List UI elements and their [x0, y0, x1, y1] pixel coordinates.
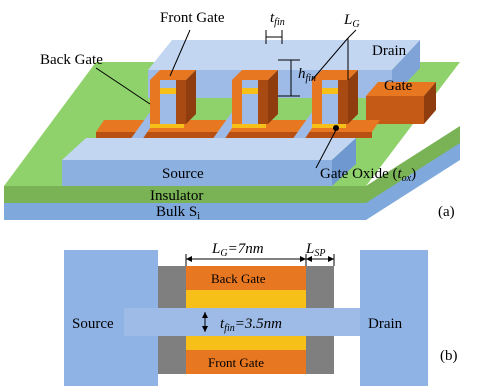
label-b-drain: Drain	[368, 316, 403, 332]
label-insulator: Insulator	[150, 188, 203, 204]
gate-stack-3	[312, 70, 358, 128]
source-front	[62, 160, 332, 186]
label-l-g: LG	[343, 12, 360, 30]
gate-block-top	[366, 82, 436, 96]
panel-a-3d-structure: Front Gate Back Gate Drain Gate Source t…	[4, 10, 460, 222]
label-gate: Gate	[384, 78, 413, 94]
label-b-front-gate: Front Gate	[208, 355, 264, 370]
label-b-back-gate: Back Gate	[211, 271, 266, 286]
back-gate-region	[186, 266, 306, 290]
label-lg-value: LG=7nm	[211, 241, 264, 259]
label-b-source: Source	[72, 316, 114, 332]
source-side	[332, 138, 356, 186]
label-lsp: LSP	[305, 241, 325, 259]
label-back-gate: Back Gate	[40, 52, 103, 68]
bulk-si-layer	[4, 142, 460, 220]
insulator-layer	[4, 126, 460, 203]
annotation-lines	[95, 29, 357, 169]
gate-stack-2	[232, 70, 278, 128]
label-front-gate: Front Gate	[160, 10, 225, 26]
gate-stack-1	[150, 70, 196, 128]
source-top	[62, 138, 356, 160]
label-h-fin: hfin	[298, 66, 316, 84]
drain-top	[148, 40, 420, 70]
label-gate-oxide: Gate Oxide (tox)	[320, 166, 416, 184]
panel-label-a: (a)	[438, 204, 455, 220]
fin-channel	[124, 308, 360, 336]
label-tfin-value: tfin=3.5nm	[220, 316, 282, 334]
label-t-fin: tfin	[270, 10, 285, 28]
gate-block-side	[424, 82, 436, 124]
label-source: Source	[162, 166, 204, 182]
panel-label-b: (b)	[440, 348, 458, 364]
front-gate-region	[186, 350, 306, 374]
drain-contact	[360, 250, 428, 386]
panel-b-top-view: Source Drain Back Gate Front Gate LG=7nm…	[64, 241, 458, 386]
arrowheads	[186, 256, 334, 332]
label-bulk-si: Bulk Si	[156, 204, 200, 222]
gate-block-front	[366, 96, 424, 124]
gate-oxide-marker	[333, 125, 339, 131]
label-drain: Drain	[372, 43, 407, 59]
